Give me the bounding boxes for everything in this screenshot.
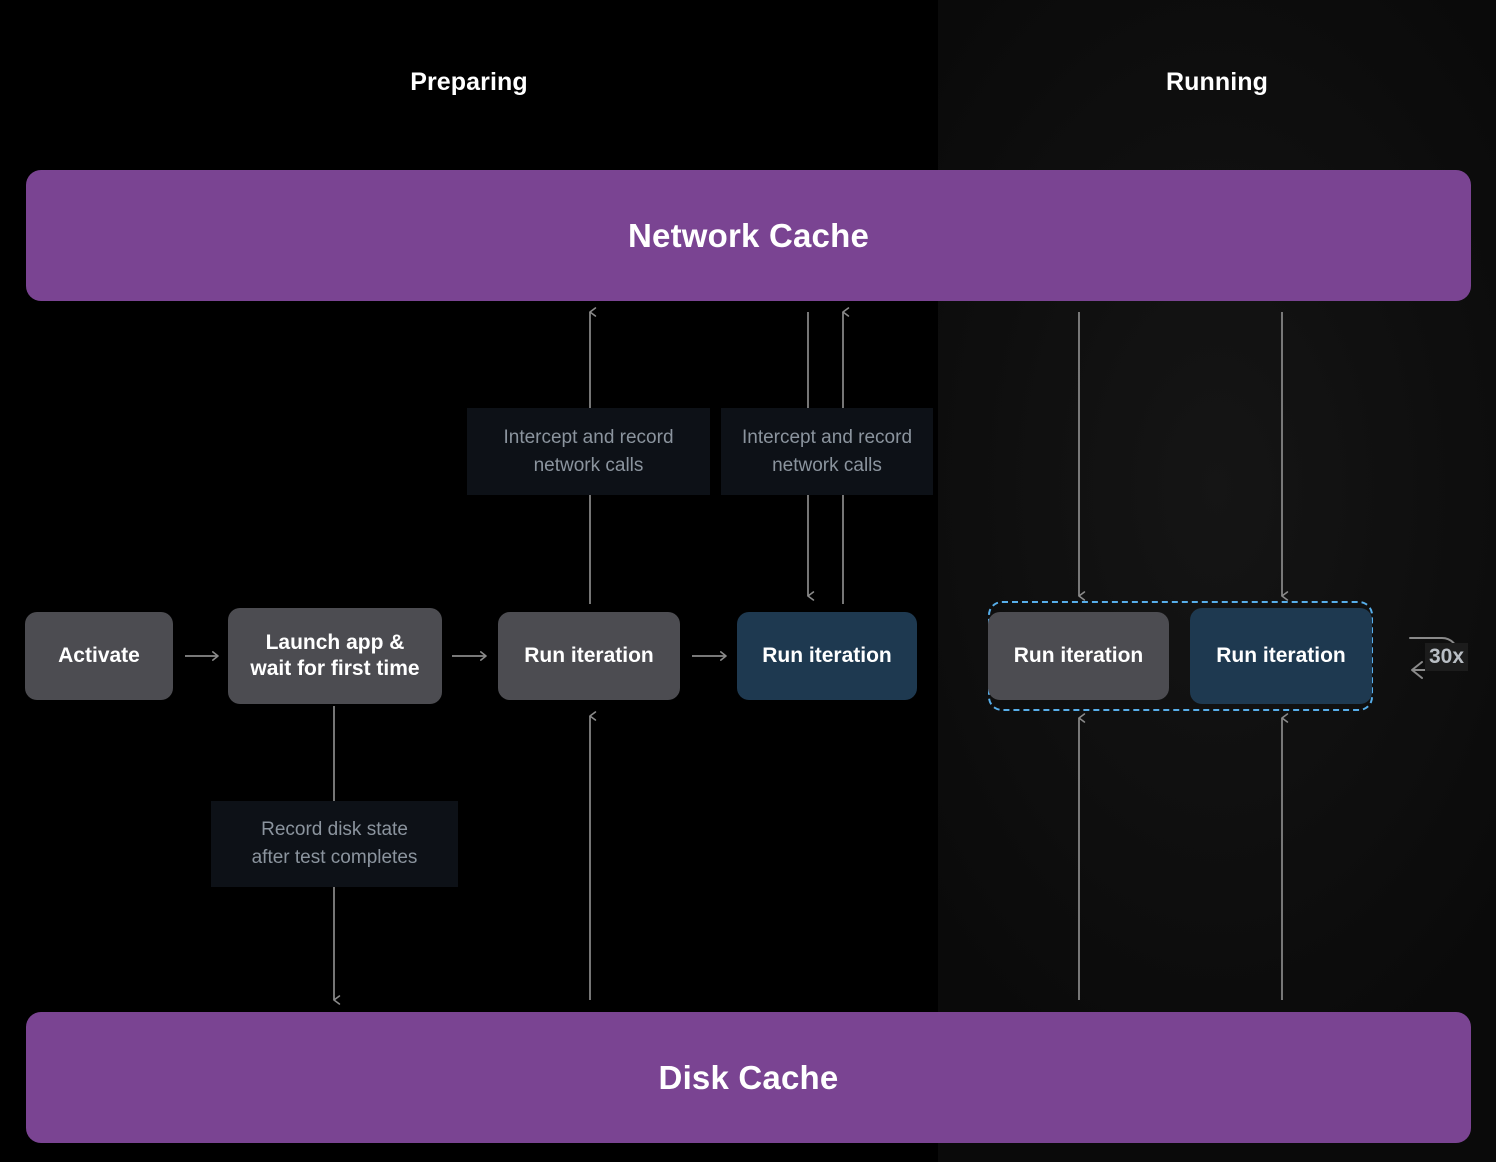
node-launch-app[interactable]: Launch app & wait for first time xyxy=(228,608,442,704)
note-intercept-record-2: Intercept and record network calls xyxy=(721,408,933,495)
node-activate[interactable]: Activate xyxy=(25,612,173,700)
node-run-iteration-1[interactable]: Run iteration xyxy=(498,612,680,700)
node-run-iteration-4[interactable]: Run iteration xyxy=(1190,608,1372,704)
network-cache-banner: Network Cache xyxy=(26,170,1471,301)
repeat-count-badge: 30x xyxy=(1425,643,1469,671)
node-run-iteration-3[interactable]: Run iteration xyxy=(988,612,1169,700)
column-title-preparing: Preparing xyxy=(410,68,528,96)
disk-cache-banner: Disk Cache xyxy=(26,1012,1471,1143)
note-record-disk-state: Record disk state after test completes xyxy=(211,801,458,887)
node-run-iteration-2[interactable]: Run iteration xyxy=(737,612,917,700)
note-intercept-record-1: Intercept and record network calls xyxy=(467,408,710,495)
column-title-running: Running xyxy=(1165,68,1269,96)
